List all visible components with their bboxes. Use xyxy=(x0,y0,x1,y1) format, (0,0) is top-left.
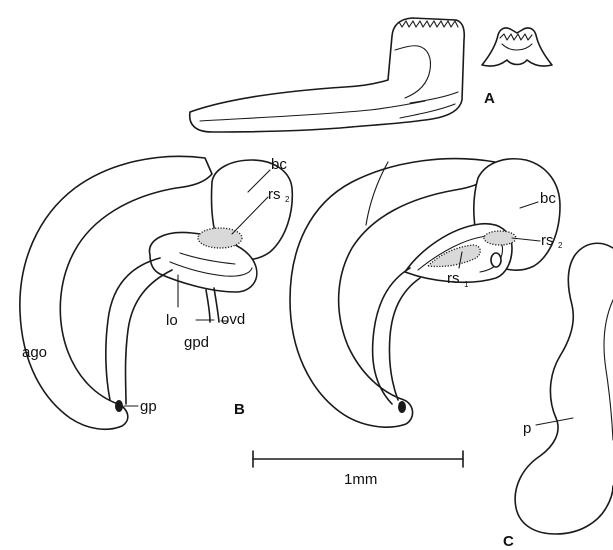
label-lo: lo xyxy=(166,312,178,329)
label-rs2-2: rs xyxy=(541,232,554,249)
label-rs1-subscript: 1 xyxy=(464,280,469,289)
label-gpd: gpd xyxy=(184,334,209,351)
scale-bar xyxy=(253,451,463,467)
label-gp: gp xyxy=(140,398,157,415)
label-rs2-2-subscript: 2 xyxy=(558,241,563,250)
label-rs2: rs xyxy=(268,186,281,203)
label-bc-2: bc xyxy=(540,190,556,207)
label-bc: bc xyxy=(271,156,287,173)
panel-c-letter: C xyxy=(503,533,514,550)
leader-p xyxy=(536,418,573,425)
panel-b-second-drawing xyxy=(290,159,560,427)
panel-b-letter: B xyxy=(234,401,245,418)
panel-c-drawing xyxy=(515,243,613,534)
label-rs1: rs xyxy=(447,270,460,287)
label-rs2-subscript: 2 xyxy=(285,195,290,204)
label-ovd: ovd xyxy=(221,311,245,328)
label-p: p xyxy=(523,420,531,437)
panel-b-drawing xyxy=(20,156,292,429)
panel-a-letter: A xyxy=(484,90,495,107)
panel-a-drawing xyxy=(190,18,552,132)
scale-bar-label: 1mm xyxy=(344,471,377,488)
label-ago: ago xyxy=(22,344,47,361)
